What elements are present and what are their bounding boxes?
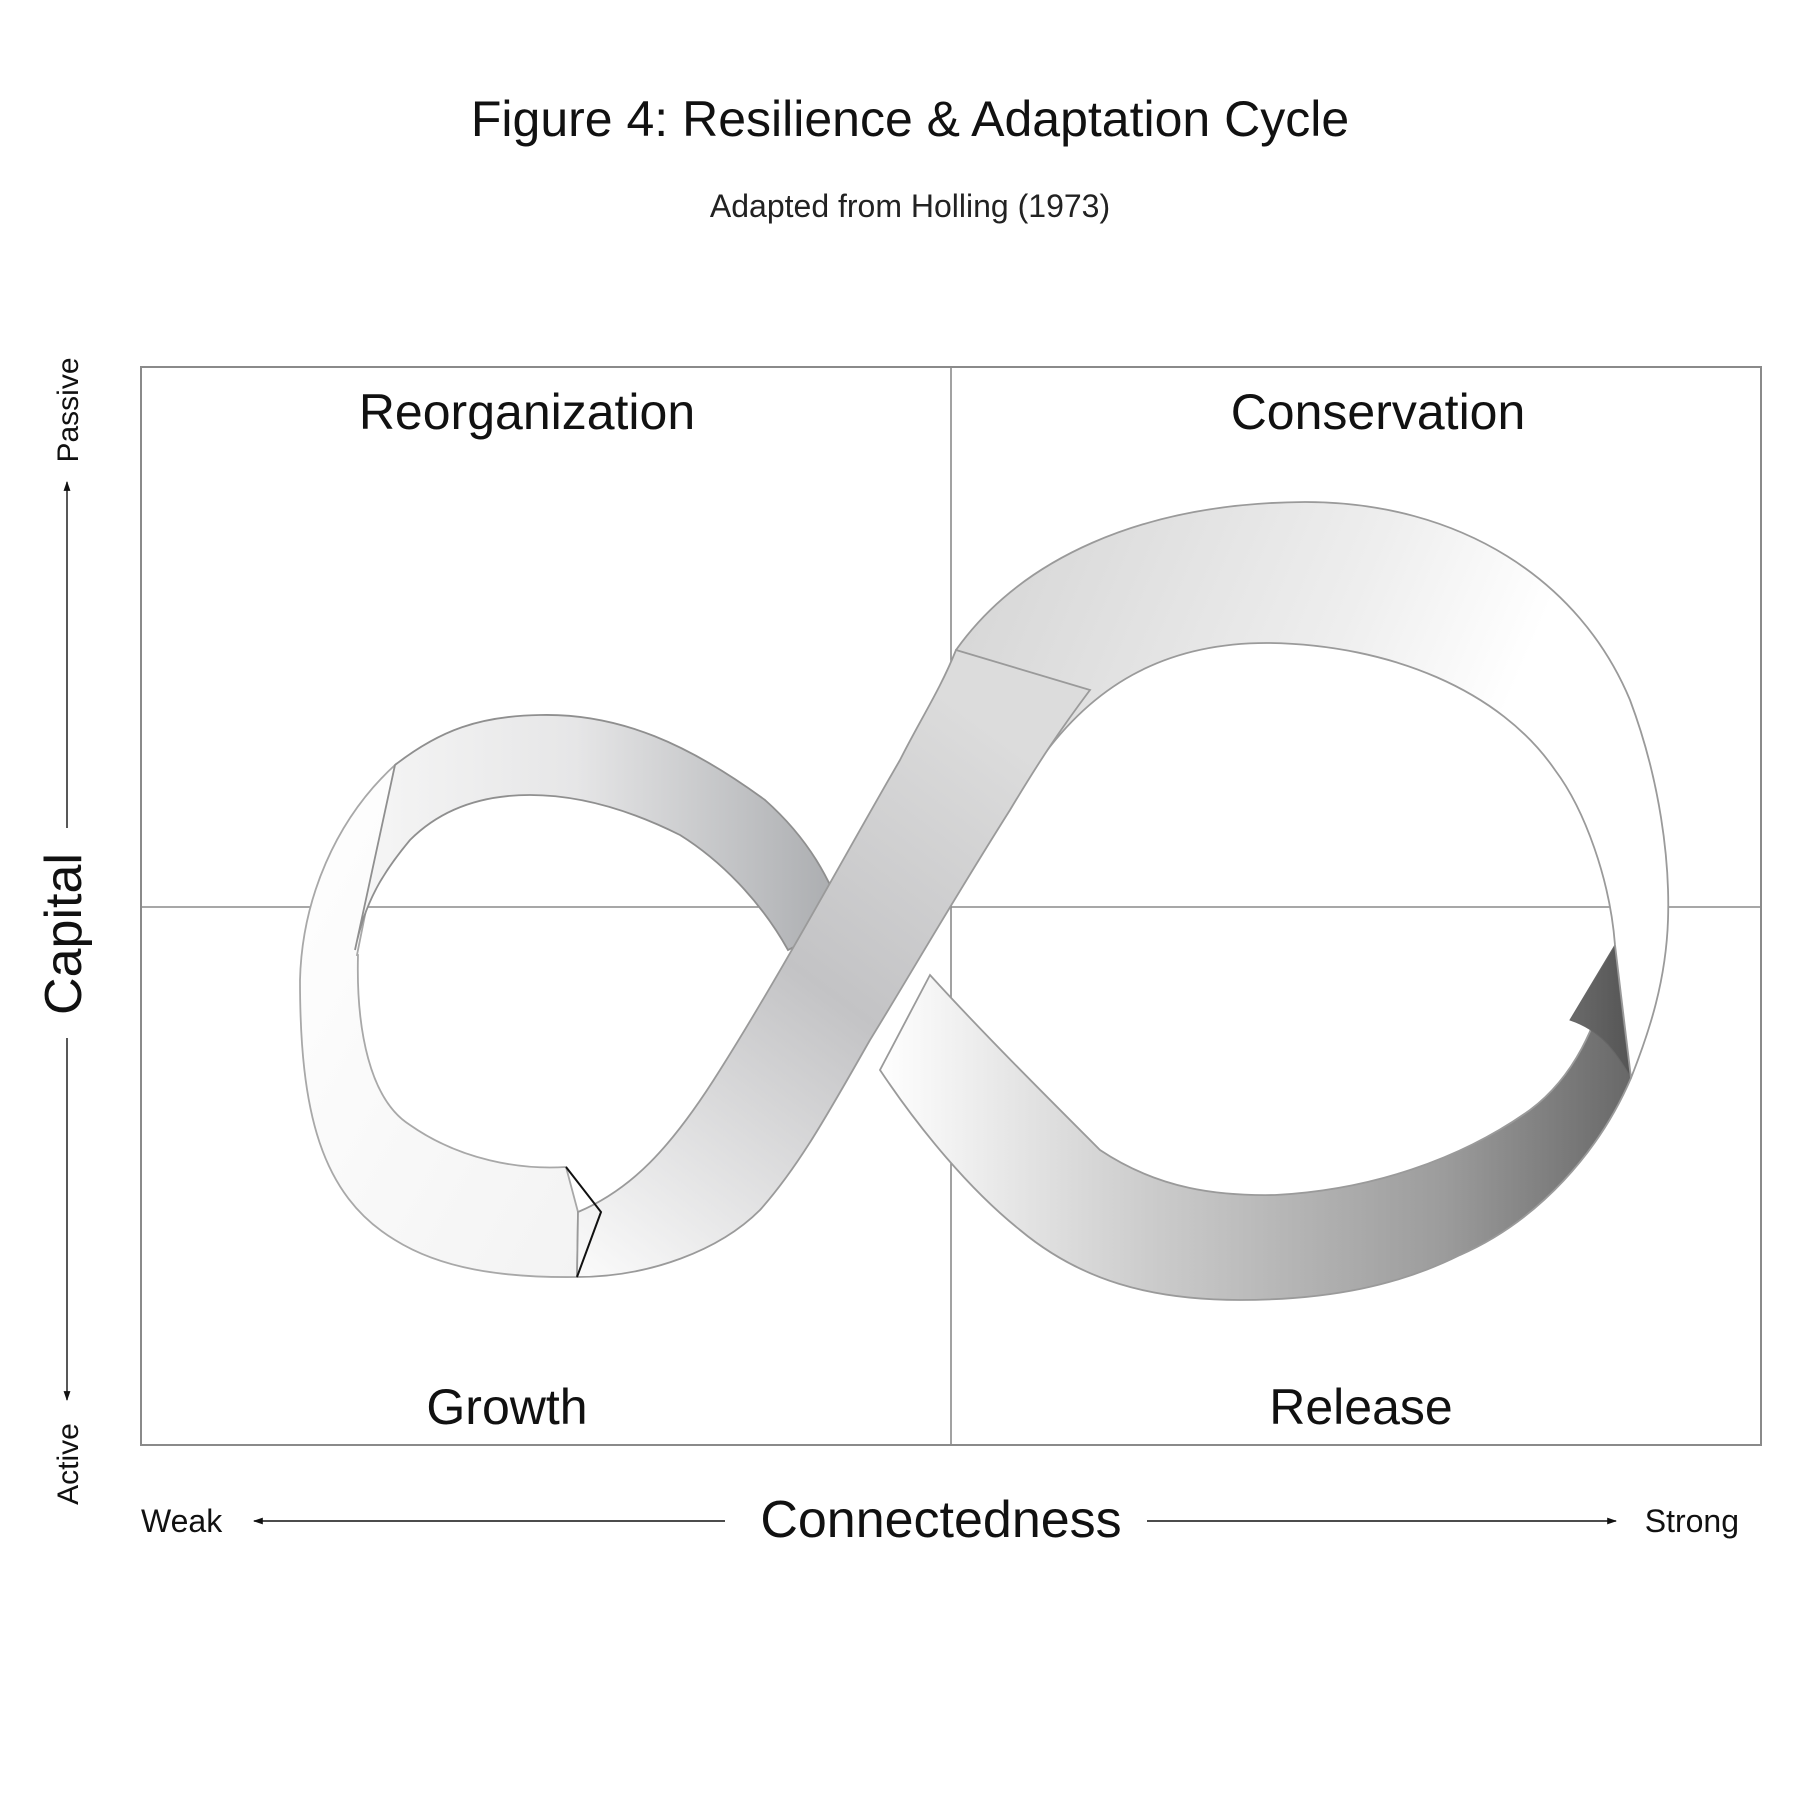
band-conservation <box>956 502 1668 1078</box>
y-axis-title: Capital <box>35 853 93 1015</box>
quadrant-label-conservation: Conservation <box>1231 384 1526 440</box>
y-axis: Passive Capital Active <box>35 357 93 1504</box>
x-axis-low-label: Weak <box>141 1503 223 1539</box>
quadrant-label-release: Release <box>1269 1379 1452 1435</box>
quadrant-label-reorganization: Reorganization <box>359 384 695 440</box>
quadrant-label-growth: Growth <box>426 1379 587 1435</box>
figure-title: Figure 4: Resilience & Adaptation Cycle <box>471 91 1349 147</box>
band-release <box>880 945 1631 1300</box>
band-upper-left <box>355 715 845 950</box>
x-axis-title: Connectedness <box>760 1491 1121 1549</box>
figure-subtitle: Adapted from Holling (1973) <box>710 188 1110 224</box>
band-left-lower <box>300 765 578 1277</box>
x-axis-high-label: Strong <box>1645 1503 1739 1539</box>
adaptive-cycle-band <box>300 502 1668 1300</box>
y-axis-low-label: Active <box>52 1423 85 1505</box>
x-axis: Weak Connectedness Strong <box>141 1491 1739 1549</box>
y-axis-high-label: Passive <box>52 357 85 462</box>
